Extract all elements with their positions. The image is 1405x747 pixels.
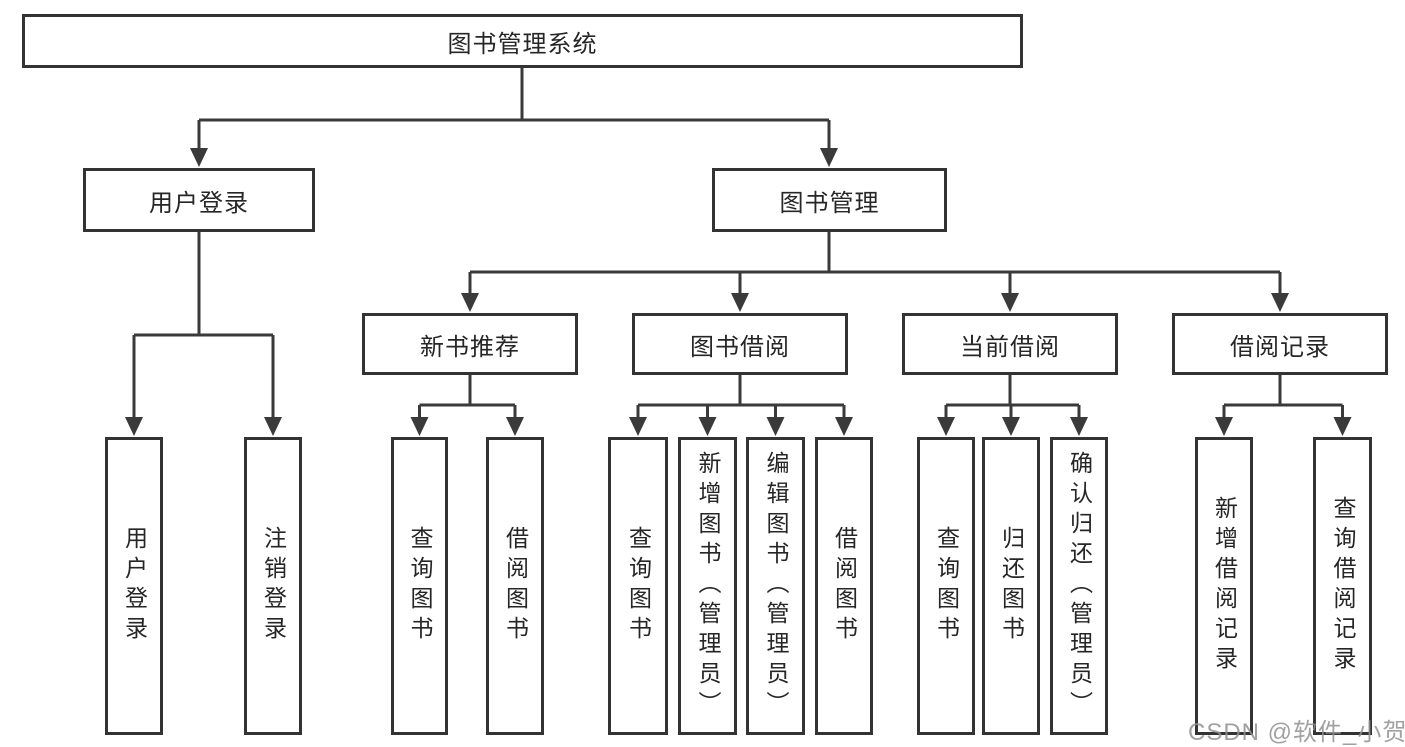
leaf-query-books-recommend: 查询图书	[391, 437, 448, 735]
leaf-query-borrow-record: 查询借阅记录	[1313, 437, 1372, 735]
node-new-book-recommendation: 新书推荐	[362, 313, 578, 375]
leaf-confirm-return-admin: 确认归还（管理员）	[1050, 437, 1108, 735]
csdn-watermark: CSDN @软件_小贺同学	[1188, 719, 1405, 746]
node-user-login: 用户登录	[83, 168, 315, 232]
leaf-add-book-admin: 新增图书（管理员）	[678, 437, 737, 735]
node-borrowing-records: 借阅记录	[1172, 313, 1388, 375]
leaf-query-books-borrow: 查询图书	[608, 437, 668, 735]
leaf-return-book: 归还图书	[982, 437, 1040, 735]
node-current-borrowing: 当前借阅	[902, 313, 1118, 375]
arrowhead-icons	[125, 148, 1352, 436]
leaf-query-books-current: 查询图书	[917, 437, 975, 735]
leaf-logout-login: 注销登录	[244, 437, 302, 735]
leaf-borrow-books: 借阅图书	[815, 437, 873, 735]
node-root: 图书管理系统	[22, 14, 1023, 68]
leaf-borrow-books-recommend: 借阅图书	[486, 437, 544, 735]
leaf-user-login: 用户登录	[105, 437, 163, 735]
leaf-edit-book-admin: 编辑图书（管理员）	[746, 437, 805, 735]
leaf-add-borrow-record: 新增借阅记录	[1195, 437, 1253, 735]
node-book-management: 图书管理	[712, 168, 947, 232]
connector-stems	[132, 68, 1344, 420]
node-book-borrowing: 图书借阅	[632, 313, 848, 375]
